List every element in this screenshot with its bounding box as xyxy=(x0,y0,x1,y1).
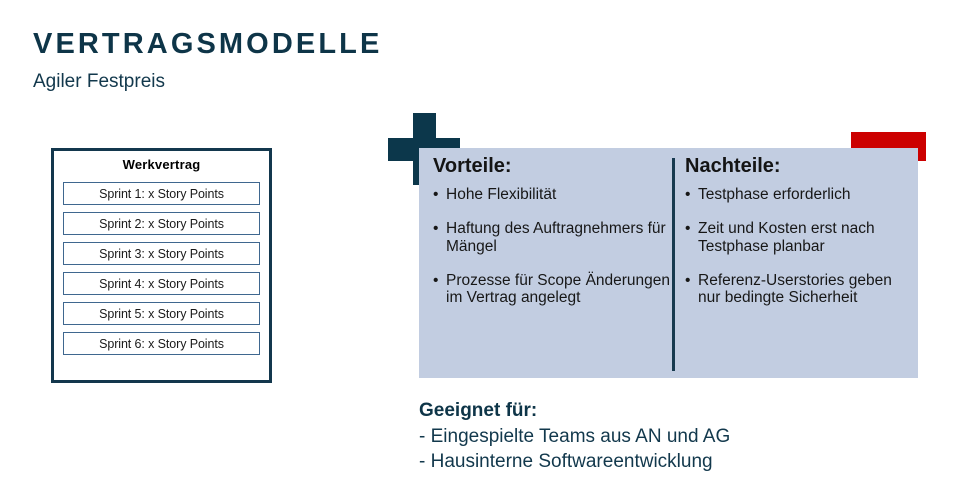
list-item: Sprint 1: x Story Points xyxy=(63,182,260,205)
suited-for-section: Geeignet für: - Eingespielte Teams aus A… xyxy=(419,398,939,475)
pros-heading: Vorteile: xyxy=(433,155,512,177)
page-subtitle: Agiler Festpreis xyxy=(33,71,165,92)
pros-cons-panel: Vorteile: Hohe Flexibilität Haftung des … xyxy=(419,148,918,378)
list-item: Referenz-Userstories geben nur bedingte … xyxy=(685,272,913,307)
sprint-list: Sprint 1: x Story Points Sprint 2: x Sto… xyxy=(63,182,260,362)
suited-for-item: - Eingespielte Teams aus AN und AG xyxy=(419,425,731,447)
werkvertrag-title: Werkvertrag xyxy=(122,157,201,172)
suited-for-item: - Hausinterne Softwareentwicklung xyxy=(419,451,713,473)
page-title: VERTRAGSMODELLE xyxy=(33,28,383,60)
pros-bullet-list: Hohe Flexibilität Haftung des Auftragneh… xyxy=(433,186,671,324)
list-item: Sprint 5: x Story Points xyxy=(63,302,260,325)
cons-column: Nachteile: Testphase erforderlich Zeit u… xyxy=(685,148,913,378)
list-item: Haftung des Auftragnehmers für Mängel xyxy=(433,220,671,255)
cons-heading: Nachteile: xyxy=(685,155,781,177)
list-item: Sprint 4: x Story Points xyxy=(63,272,260,295)
suited-for-heading: Geeignet für: xyxy=(419,400,538,421)
cons-bullet-list: Testphase erforderlich Zeit und Kosten e… xyxy=(685,186,913,324)
list-item: Sprint 6: x Story Points xyxy=(63,332,260,355)
list-item: Sprint 2: x Story Points xyxy=(63,212,260,235)
column-divider xyxy=(672,158,675,371)
list-item: Testphase erforderlich xyxy=(685,186,913,204)
list-item: Zeit und Kosten erst nach Testphase plan… xyxy=(685,220,913,255)
list-item: Hohe Flexibilität xyxy=(433,186,671,204)
list-item: Sprint 3: x Story Points xyxy=(63,242,260,265)
werkvertrag-box: Werkvertrag Sprint 1: x Story Points Spr… xyxy=(51,148,272,383)
pros-column: Vorteile: Hohe Flexibilität Haftung des … xyxy=(433,148,671,378)
list-item: Prozesse für Scope Änderungen im Vertrag… xyxy=(433,272,671,307)
